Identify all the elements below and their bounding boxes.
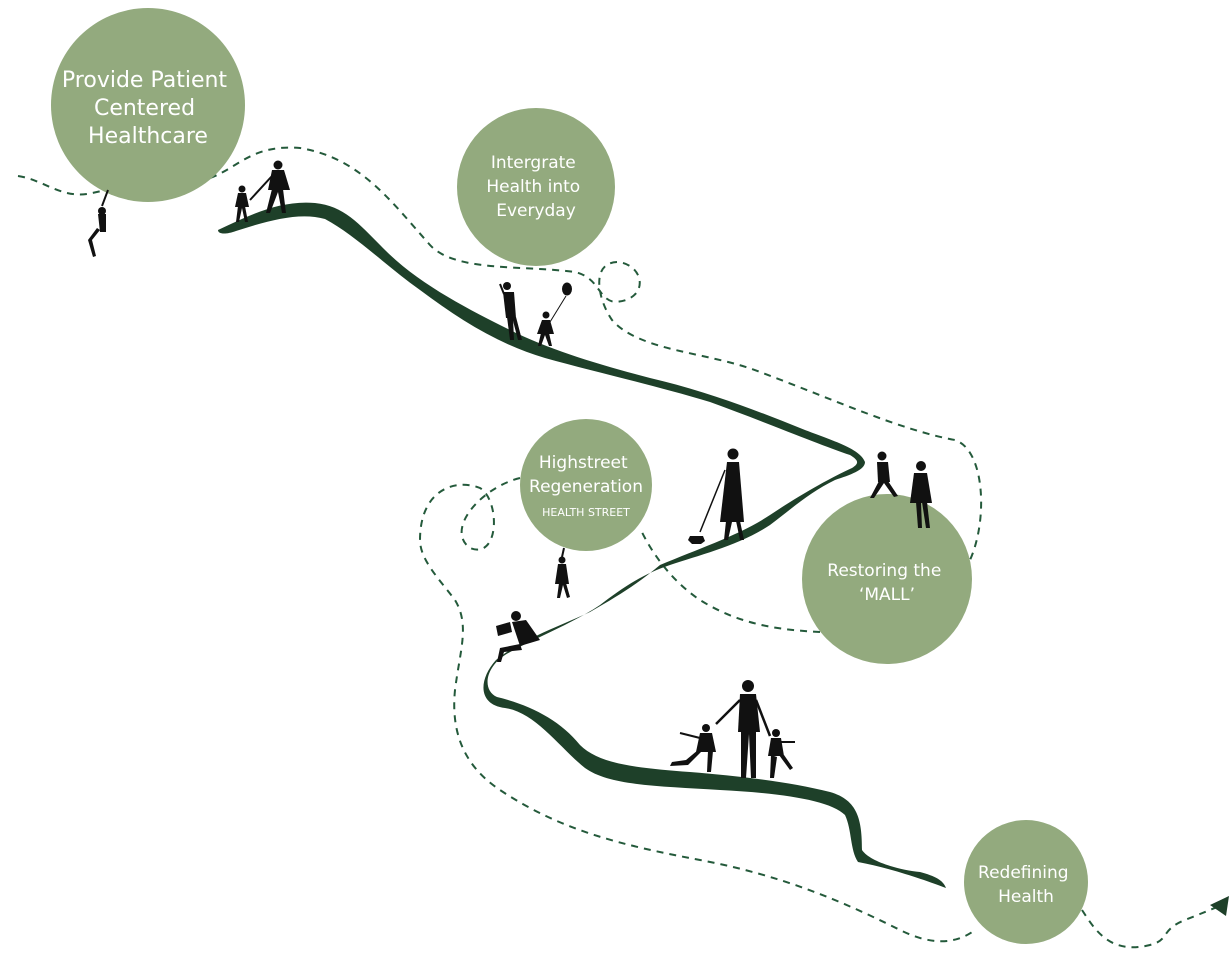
woman-walking-dog-icon [688, 448, 744, 544]
milestone-label: Redefining Health [978, 863, 1074, 907]
milestone-line: Redefining [978, 863, 1069, 883]
milestone-line: Healthcare [88, 124, 208, 149]
milestone-mall: Restoring the ‘MALL’ [802, 494, 972, 664]
milestone-integrate: Intergrate Health into Everyday [457, 108, 615, 266]
two-people-walking-icon [870, 451, 932, 528]
child-and-adult-walking-icon [235, 160, 290, 222]
milestone-highstreet: Highstreet Regeneration HEALTH STREET [520, 419, 652, 551]
milestone-circle [51, 8, 245, 202]
milestone-circle [457, 108, 615, 266]
person-hanging-from-circle-icon [555, 547, 570, 598]
person-sitting-reading-icon [496, 611, 540, 662]
milestone-line: ‘MALL’ [859, 585, 915, 605]
arrow-head-icon [1210, 896, 1229, 916]
milestone-label: Highstreet Regeneration [529, 453, 643, 497]
milestone-label: Restoring the ‘MALL’ [827, 561, 946, 605]
family-holding-hands-icon [670, 680, 795, 778]
dashed-journey-line [17, 146, 1223, 949]
milestone-line: Highstreet [539, 453, 628, 473]
milestone-redefining: Redefining Health [964, 820, 1088, 944]
milestone-circle [520, 419, 652, 551]
milestone-line: Everyday [496, 201, 576, 221]
milestone-patient: Provide Patient Centered Healthcare [51, 8, 245, 202]
milestone-circle [964, 820, 1088, 944]
milestone-line: Centered [94, 96, 195, 121]
milestone-circle [802, 494, 972, 664]
milestone-label: Intergrate Health into Everyday [486, 153, 585, 221]
milestone-line: Intergrate [491, 153, 576, 173]
milestone-line: Restoring the [827, 561, 941, 581]
milestone-line: Health [998, 887, 1054, 907]
milestone-line: Regeneration [529, 477, 643, 497]
milestone-line: Provide Patient [62, 68, 228, 93]
person-hanging-from-circle-icon [88, 189, 109, 257]
milestone-line: Health into [486, 177, 580, 197]
milestone-sub-label: HEALTH STREET [542, 506, 630, 519]
milestone-label: Provide Patient Centered Healthcare [62, 68, 234, 149]
adult-and-child-with-balloon-icon [499, 282, 572, 346]
winding-path [218, 202, 946, 888]
